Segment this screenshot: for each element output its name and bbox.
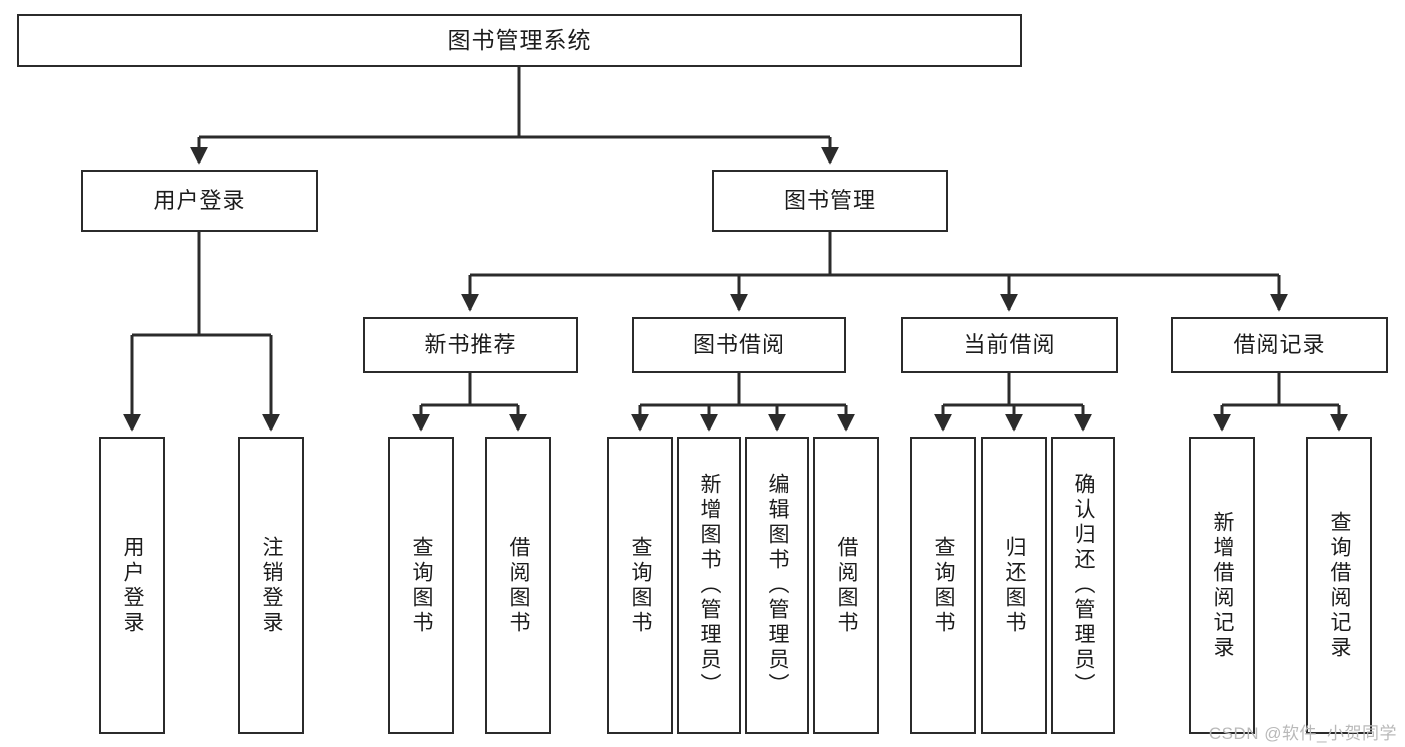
node-book-manage[interactable]: 图书管理: [712, 170, 948, 232]
node-leaf-add-record-label: 新增借阅记录: [1211, 510, 1235, 661]
node-book-manage-label: 图书管理: [783, 187, 876, 213]
node-leaf-user-login[interactable]: 用户登录: [99, 437, 165, 734]
node-leaf-borrow-book-1-label: 借阅图书: [507, 535, 531, 636]
node-new-book-rec-label: 新书推荐: [424, 331, 517, 357]
node-new-book-rec[interactable]: 新书推荐: [363, 317, 578, 373]
node-borrow-record[interactable]: 借阅记录: [1171, 317, 1388, 373]
node-leaf-add-book[interactable]: 新增图书（管理员）: [677, 437, 741, 734]
node-leaf-add-book-label: 新增图书（管理员）: [698, 473, 722, 698]
node-leaf-query-book-3-label: 查询图书: [932, 535, 956, 636]
node-leaf-edit-book[interactable]: 编辑图书（管理员）: [745, 437, 809, 734]
node-leaf-query-record-label: 查询借阅记录: [1328, 510, 1352, 661]
node-leaf-query-book-2-label: 查询图书: [629, 535, 653, 636]
node-leaf-query-book-1[interactable]: 查询图书: [388, 437, 454, 734]
node-leaf-user-login-label: 用户登录: [121, 535, 145, 636]
node-leaf-add-record[interactable]: 新增借阅记录: [1189, 437, 1255, 734]
node-leaf-user-logout-label: 注销登录: [260, 535, 284, 636]
watermark-text: CSDN @软件_小贺同学: [1208, 724, 1397, 743]
node-leaf-query-book-1-label: 查询图书: [410, 535, 434, 636]
node-leaf-user-logout[interactable]: 注销登录: [238, 437, 304, 734]
node-current-borrow-label: 当前借阅: [963, 331, 1056, 357]
node-leaf-query-book-3[interactable]: 查询图书: [910, 437, 976, 734]
node-root-label: 图书管理系统: [447, 26, 592, 53]
node-user-login[interactable]: 用户登录: [81, 170, 318, 232]
node-leaf-query-book-2[interactable]: 查询图书: [607, 437, 673, 734]
node-current-borrow[interactable]: 当前借阅: [901, 317, 1118, 373]
node-leaf-query-record[interactable]: 查询借阅记录: [1306, 437, 1372, 734]
node-leaf-borrow-book-2-label: 借阅图书: [835, 535, 859, 636]
node-leaf-confirm-return[interactable]: 确认归还（管理员）: [1051, 437, 1115, 734]
node-root[interactable]: 图书管理系统: [17, 14, 1022, 67]
node-leaf-edit-book-label: 编辑图书（管理员）: [766, 473, 790, 698]
node-leaf-return-book[interactable]: 归还图书: [981, 437, 1047, 734]
node-leaf-return-book-label: 归还图书: [1003, 535, 1027, 636]
node-user-login-label: 用户登录: [153, 187, 246, 213]
node-book-borrow[interactable]: 图书借阅: [632, 317, 846, 373]
node-leaf-borrow-book-2[interactable]: 借阅图书: [813, 437, 879, 734]
node-book-borrow-label: 图书借阅: [692, 331, 785, 357]
node-leaf-confirm-return-label: 确认归还（管理员）: [1072, 473, 1096, 698]
node-borrow-record-label: 借阅记录: [1233, 331, 1326, 357]
node-leaf-borrow-book-1[interactable]: 借阅图书: [485, 437, 551, 734]
